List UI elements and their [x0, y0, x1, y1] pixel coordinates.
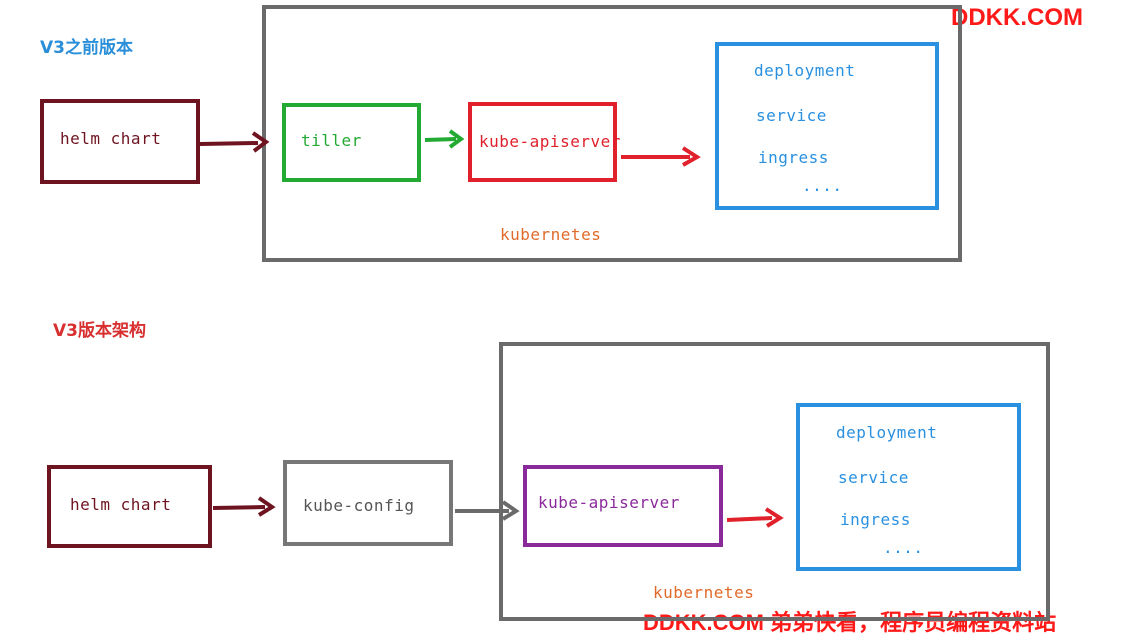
v2-kube-apiserver-box: [468, 102, 617, 182]
v2-resource-ingress: ingress: [758, 148, 829, 167]
v3-kube-apiserver-box: [523, 465, 723, 547]
v2-title: V3之前版本: [40, 38, 133, 58]
v3-arrow-helm-to-kubeconfig: [212, 496, 276, 517]
v2-helm-chart-box: [40, 99, 200, 184]
v3-helm-chart-label: helm chart: [70, 495, 172, 514]
v3-kube-apiserver-label: kube-apiserver: [538, 493, 680, 512]
v3-resources-box: [796, 403, 1021, 571]
watermark-bottom: DDKK.COM 弟弟快看，程序员编程资料站: [643, 610, 1057, 635]
watermark-top: DDKK.COM: [951, 4, 1083, 31]
v3-resource-ingress: ingress: [840, 510, 911, 529]
v2-arrow-apiserver-to-resources: [621, 146, 701, 167]
v2-resources-box: [715, 42, 939, 210]
v2-resource-deployment: deployment: [754, 61, 856, 80]
v2-resource-more: ....: [802, 176, 843, 195]
v2-kubernetes-cluster: [262, 5, 962, 262]
v2-tiller-box: [282, 103, 421, 182]
v2-kube-apiserver-label: kube-apiserver: [479, 132, 621, 151]
v3-kubernetes-cluster: [499, 342, 1050, 621]
v3-resource-more: ....: [883, 538, 924, 557]
v2-arrow-helm-to-tiller: [199, 131, 270, 153]
v3-kube-config-label: kube-config: [303, 496, 415, 515]
v2-arrow-tiller-to-apiserver: [424, 129, 465, 149]
v2-kubernetes-label: kubernetes: [500, 225, 602, 244]
v3-kube-config-box: [283, 460, 453, 546]
v3-title: V3版本架构: [53, 321, 146, 341]
v3-arrow-apiserver-to-resources: [726, 507, 784, 528]
v3-helm-chart-box: [47, 465, 212, 548]
v2-tiller-label: tiller: [301, 131, 362, 150]
v2-resource-service: service: [756, 106, 827, 125]
v3-kubernetes-label: kubernetes: [653, 583, 755, 602]
v3-resource-deployment: deployment: [836, 423, 938, 442]
v2-helm-chart-label: helm chart: [60, 129, 162, 148]
v3-resource-service: service: [838, 468, 909, 487]
v3-arrow-kubeconfig-to-apiserver: [455, 500, 520, 521]
